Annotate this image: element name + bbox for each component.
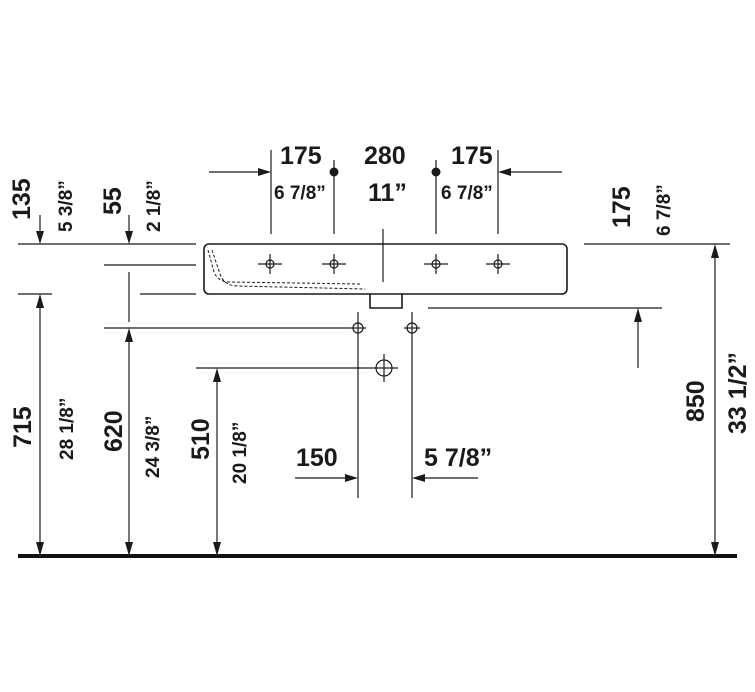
tap-hole-icon [322,254,346,274]
dim-175-right-side-mm: 175 [608,186,636,228]
cold-water-connection-icon [350,322,366,334]
dim-150-in: 5 7/8” [424,444,492,472]
dimension-dot [431,167,441,177]
height-dimension-lines [36,294,221,556]
drain-connection-icon [370,354,398,382]
tap-hole-icon [258,254,282,274]
dim-175-left-in: 6 7/8” [274,183,326,204]
dim-620-mm: 620 [100,410,128,452]
top-left-arrows [36,215,133,322]
hot-water-connection-icon [404,322,420,334]
dim-510-in: 20 1/8” [230,422,251,484]
dim-175-left-mm: 175 [280,142,322,170]
top-dimension-lines [209,150,562,234]
right-dimension-lines [428,243,730,556]
tap-hole-markers [258,254,510,274]
dim-135-in: 5 3/8” [56,180,77,232]
left-reference-lines [18,243,370,369]
dim-135-mm: 135 [8,178,36,220]
dim-55-in: 2 1/8” [144,180,165,232]
dim-150-mm: 150 [296,444,338,472]
dim-175-right-side-in: 6 7/8” [654,184,675,236]
dim-715-in: 28 1/8” [57,398,78,460]
dim-620-in: 24 3/8” [143,416,164,478]
dimension-dot [329,167,339,177]
dim-510-mm: 510 [187,418,215,460]
dim-850-in: 33 1/2” [724,352,752,434]
dim-850-mm: 850 [682,380,710,422]
bottom-dimension-lines [295,474,478,482]
tap-hole-icon [424,254,448,274]
dim-175-right-mm: 175 [451,142,493,170]
dim-280-in: 11” [368,179,407,207]
connection-symbols [350,312,420,498]
dim-175-right-in: 6 7/8” [441,183,493,204]
dim-715-mm: 715 [9,406,37,448]
dim-55-mm: 55 [99,187,127,215]
dim-280-mm: 280 [364,142,406,170]
washbasin [203,229,568,309]
tap-hole-icon [486,254,510,274]
